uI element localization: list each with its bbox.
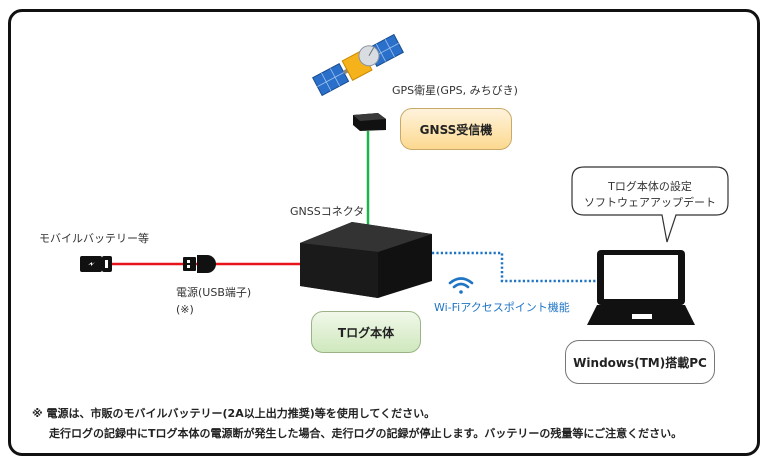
power-note-line-1: ※ 電源は、市販のモバイルバッテリー(2A以上出力推奨)等を使用してください。 bbox=[32, 407, 436, 420]
mobile-battery-icon bbox=[80, 256, 112, 272]
wifi-icon bbox=[448, 277, 474, 294]
wifi-access-point-label: Wi-Fiアクセスポイント機能 bbox=[434, 301, 570, 314]
tlog-body-box: Tログ本体 bbox=[311, 311, 421, 353]
satellite-icon bbox=[312, 33, 404, 97]
bubble-text: Tログ本体の設定 ソフトウェアアップデート bbox=[576, 179, 724, 211]
laptop-icon bbox=[587, 250, 695, 325]
speech-bubble bbox=[571, 166, 729, 243]
gnss-antenna-icon bbox=[353, 113, 386, 131]
bubble-line-2: ソフトウェアアップデート bbox=[584, 196, 716, 209]
power-note-line-2: 走行ログの記録中にTログ本体の電源断が発生した場合、走行ログの記録が停止します。… bbox=[49, 427, 683, 440]
power-note: ※ 電源は、市販のモバイルバッテリー(2A以上出力推奨)等を使用してください。 … bbox=[32, 404, 682, 444]
power-label: 電源(USB端子) bbox=[176, 286, 252, 299]
power-note-mark: (※) bbox=[176, 303, 194, 316]
bubble-line-1: Tログ本体の設定 bbox=[608, 180, 692, 193]
gnss-connector-device-icon bbox=[300, 222, 432, 298]
gnss-connector-label: GNSSコネクタ bbox=[290, 205, 365, 218]
mobile-battery-label: モバイルバッテリー等 bbox=[39, 232, 149, 245]
usb-plug-icon bbox=[183, 255, 216, 273]
wifi-link-line bbox=[432, 251, 596, 283]
gnss-receiver-box: GNSS受信機 bbox=[400, 108, 512, 150]
satellite-label: GPS衛星(GPS, みちびき) bbox=[392, 84, 518, 97]
windows-pc-box: Windows(TM)搭載PC bbox=[565, 340, 715, 384]
